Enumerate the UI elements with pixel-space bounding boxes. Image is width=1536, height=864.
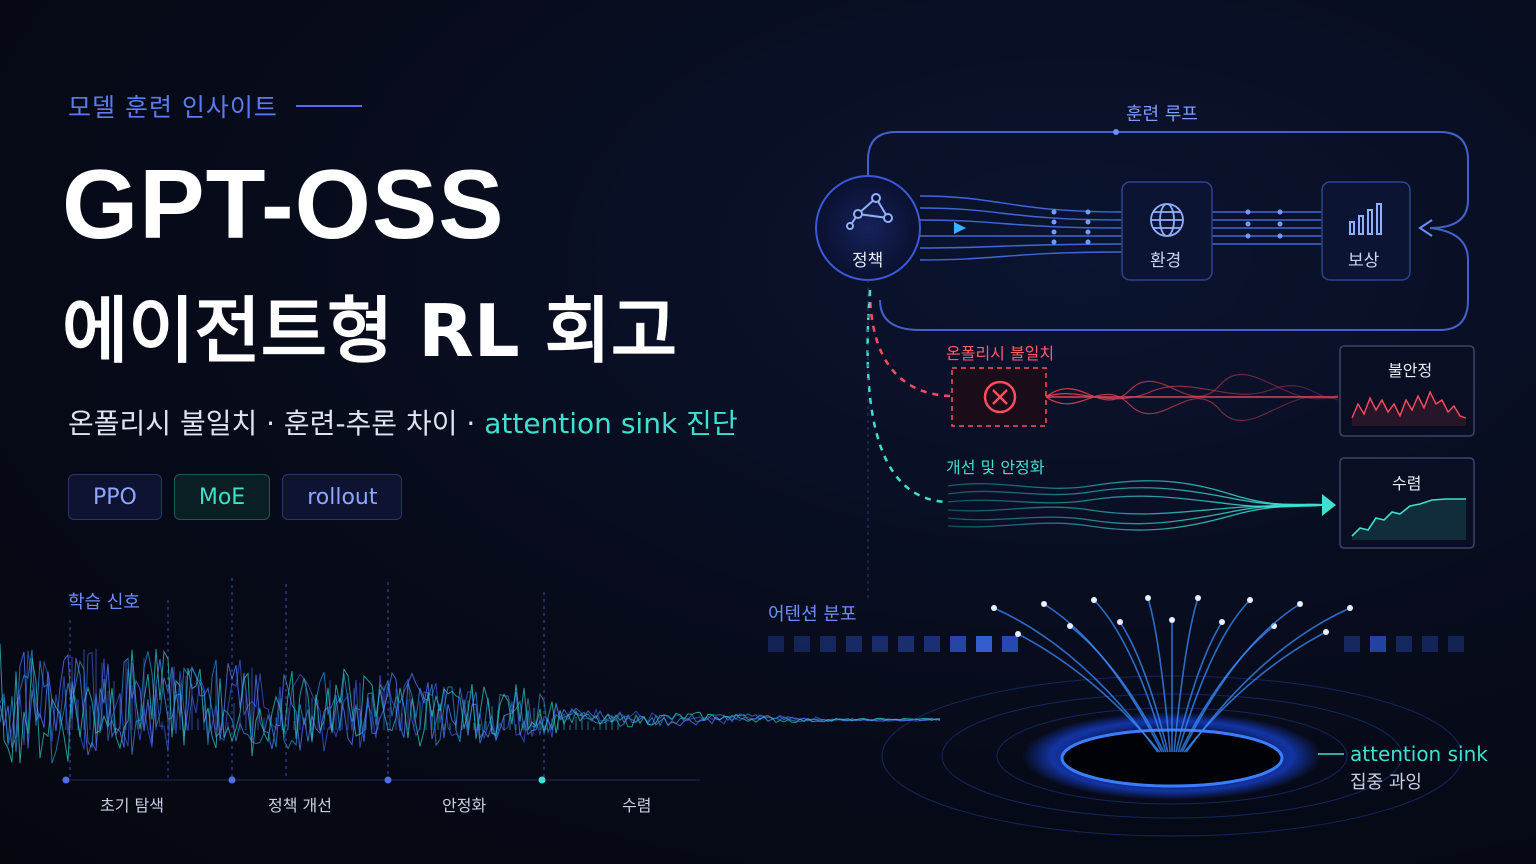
loop-path <box>867 131 1469 331</box>
node-env-label: 환경 <box>1150 251 1182 271</box>
attention-rays <box>991 595 1353 753</box>
sink-sub-label: 집중 과잉 <box>1350 772 1422 793</box>
attention-token-dot <box>1247 597 1253 603</box>
mismatch-path <box>868 289 951 398</box>
attention-token-dot <box>1145 595 1151 601</box>
title-line-1: GPT-OSS <box>62 149 505 259</box>
attention-ray <box>1147 597 1171 753</box>
globe-icon <box>1150 203 1184 237</box>
tag-ppo: PPO <box>68 474 162 520</box>
phase-label-3: 안정화 <box>442 796 487 815</box>
attention-token-dot <box>1117 619 1123 625</box>
unstable-box <box>1339 345 1475 437</box>
converge-label: 수렴 <box>1392 474 1422 493</box>
unstable-area <box>1352 392 1466 426</box>
attention-token-dot <box>1091 597 1097 603</box>
node-reward-label: 보상 <box>1348 251 1380 271</box>
attention-ray <box>1017 633 1161 753</box>
node-policy-label: 정책 <box>852 251 884 271</box>
eyebrow: 모델 훈련 인사이트 <box>68 88 362 124</box>
attention-ray <box>1093 599 1167 753</box>
attention-token-dot <box>1323 629 1329 635</box>
attention-title: 어텐션 분포 <box>768 604 857 625</box>
attention-ray <box>1179 625 1275 753</box>
subtitle: 온폴리시 불일치 · 훈련-추론 차이 · attention sink 진단 <box>68 402 738 442</box>
improve-label: 개선 및 안정화 <box>946 458 1045 477</box>
tag-rollout: rollout <box>282 474 403 520</box>
timeline-dots <box>62 776 546 784</box>
flow-lines <box>919 195 1322 261</box>
bar-chart-icon <box>1349 203 1382 235</box>
phase-label-2: 정책 개선 <box>268 796 332 815</box>
tag-list: PPO MoE rollout <box>68 474 403 520</box>
phase-label-4: 수렴 <box>622 796 652 815</box>
converge-waves <box>947 480 1327 531</box>
tag-moe: MoE <box>173 474 271 520</box>
attention-token-dot <box>1067 623 1073 629</box>
attention-token-dot <box>1297 601 1303 607</box>
network-icon <box>846 193 893 230</box>
unstable-sparkline <box>1351 390 1467 419</box>
phase-label-1: 초기 탐색 <box>100 796 164 815</box>
attention-token-dot <box>1195 595 1201 601</box>
flow-arrow-icon <box>954 222 966 234</box>
unstable-label: 불안정 <box>1388 361 1433 380</box>
improve-path <box>866 289 949 504</box>
attention-ray <box>1181 603 1301 753</box>
token-row-left <box>768 636 1018 652</box>
attention-ray <box>1175 621 1223 753</box>
subtitle-main: 온폴리시 불일치 · 훈련-추론 차이 · <box>68 407 485 440</box>
signal-waveform <box>0 643 941 764</box>
mismatch-label: 온폴리시 불일치 <box>946 344 1055 363</box>
eyebrow-rule <box>295 105 362 107</box>
sink-label: attention sink <box>1350 742 1488 766</box>
attention-token-dot <box>1219 619 1225 625</box>
attention-ray <box>1173 597 1199 753</box>
attention-token-dot <box>1169 617 1175 623</box>
attention-ray <box>1119 621 1169 753</box>
attention-ray <box>1069 625 1165 753</box>
attention-ray <box>1185 607 1351 753</box>
attention-token-dot <box>1347 605 1353 611</box>
signal-trace <box>0 649 941 764</box>
loop-title: 훈련 루프 <box>1126 104 1198 125</box>
signal-trace <box>0 651 941 756</box>
title-line-2: 에이전트형 RL 회고 <box>62 289 678 373</box>
converge-sparkline <box>1351 498 1466 537</box>
signal-trace <box>0 643 941 764</box>
signal-guides <box>69 578 545 780</box>
attention-token-dot <box>1041 601 1047 607</box>
eyebrow-text: 모델 훈련 인사이트 <box>68 93 278 122</box>
close-icon <box>983 380 1017 414</box>
attention-token-dot <box>1015 631 1021 637</box>
reward-node <box>1321 181 1411 281</box>
attention-token-dot <box>991 605 997 611</box>
converge-arrow-icon <box>1322 494 1336 516</box>
attention-ray <box>1177 599 1251 753</box>
env-node <box>1121 181 1213 281</box>
loop-arrowhead <box>1418 219 1433 237</box>
unstable-waves <box>1045 373 1339 422</box>
converge-box <box>1339 457 1475 549</box>
converge-area <box>1352 499 1466 540</box>
subtitle-accent: attention sink 진단 <box>484 407 738 440</box>
signal-title: 학습 신호 <box>68 592 140 613</box>
token-row-right <box>1344 636 1464 652</box>
flow-dots <box>1051 209 1283 245</box>
loop-top-dot <box>1113 129 1119 135</box>
